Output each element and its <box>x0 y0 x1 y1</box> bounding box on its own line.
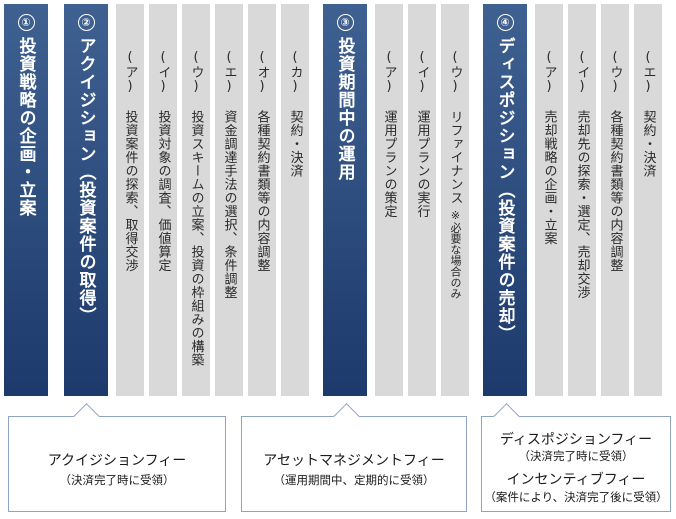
callout-pointer <box>333 403 360 430</box>
phase-4-number: ④ <box>496 14 514 31</box>
phase-1-column: ① 投資戦略の企画・立案 <box>4 4 48 396</box>
incentive-fee-note: （案件により、決済完了後に受領） <box>484 490 668 504</box>
disposition-item-a: (ア) 売却戦略の企画・立案 <box>535 4 563 396</box>
disposition-item-label: (ア) 売却戦略の企画・立案 <box>541 50 557 245</box>
acquisition-fee-name: アクイジションフィー <box>47 453 187 469</box>
acquisition-fee-callout: アクイジションフィー （決済完了時に受領） <box>8 403 226 512</box>
operation-item-label: (ア) 運用プランの策定 <box>381 50 397 218</box>
disposition-item-b: (イ) 売却先の探索・選定、売却交渉 <box>568 4 596 396</box>
operation-item-label: (イ) 運用プランの実行 <box>414 50 430 218</box>
phase-3-number: ③ <box>336 14 354 31</box>
operation-note: ※必要な場合のみ <box>449 209 462 299</box>
callout-pointer <box>493 403 520 430</box>
acquisition-fee-note: （決済完了時に受領） <box>59 473 175 487</box>
disposition-fee-callout: ディスポジションフィー （決済完了時に受領） インセンティブフィー （案件により… <box>481 403 671 512</box>
disposition-item-label: (イ) 売却先の探索・選定、売却交渉 <box>574 50 590 299</box>
acquisition-item-label: (カ) 契約・決済 <box>287 50 303 178</box>
disposition-item-label: (ウ) 各種契約書類等の内容調整 <box>607 50 623 272</box>
phase-2-title: アクイジション（投資案件の取得） <box>75 37 96 325</box>
phase-1-title: 投資戦略の企画・立案 <box>15 37 36 217</box>
acquisition-item-a: (ア) 投資案件の探索、取得交渉 <box>116 4 144 396</box>
phase-4-column: ④ ディスポジション（投資案件の売却） <box>483 4 527 396</box>
operation-item-label: (ウ) リファイナンス <box>447 50 463 205</box>
acquisition-item-label: (オ) 各種契約書類等の内容調整 <box>254 50 270 272</box>
asset-management-fee-name: アセットマネジメントフィー <box>263 453 445 469</box>
acquisition-item-c: (ウ) 投資スキームの立案、投資の枠組みの構築 <box>182 4 210 396</box>
acquisition-item-label: (イ) 投資対象の調査、価値算定 <box>155 50 171 272</box>
phase-1-number: ① <box>17 14 35 31</box>
callout-pointer <box>73 403 100 430</box>
asset-management-fee-callout: アセットマネジメントフィー （運用期間中、定期的に受領） <box>241 403 467 512</box>
phase-3-title: 投資期間中の運用 <box>334 37 355 181</box>
acquisition-item-e: (オ) 各種契約書類等の内容調整 <box>248 4 276 396</box>
asset-management-fee-note: （運用期間中、定期的に受領） <box>273 473 435 487</box>
incentive-fee-name: インセンティブフィー <box>506 472 646 488</box>
acquisition-item-label: (ウ) 投資スキームの立案、投資の枠組みの構築 <box>188 50 204 367</box>
acquisition-item-label: (エ) 資金調達手法の選択、条件調整 <box>221 50 237 299</box>
acquisition-item-label: (ア) 投資案件の探索、取得交渉 <box>122 50 138 272</box>
disposition-item-d: (エ) 契約・決済 <box>634 4 662 396</box>
phase-2-column: ② アクイジション（投資案件の取得） <box>64 4 108 396</box>
phase-2-number: ② <box>77 14 95 31</box>
disposition-item-c: (ウ) 各種契約書類等の内容調整 <box>601 4 629 396</box>
disposition-item-label: (エ) 契約・決済 <box>640 50 656 178</box>
disposition-fee-note: （決済完了時に受領） <box>518 449 634 463</box>
operation-item-b: (イ) 運用プランの実行 <box>408 4 436 396</box>
operation-item-a: (ア) 運用プランの策定 <box>375 4 403 396</box>
disposition-fee-name: ディスポジションフィー <box>499 432 653 448</box>
phase-3-column: ③ 投資期間中の運用 <box>323 4 367 396</box>
phase-4-title: ディスポジション（投資案件の売却） <box>494 37 515 343</box>
acquisition-item-b: (イ) 投資対象の調査、価値算定 <box>149 4 177 396</box>
acquisition-item-f: (カ) 契約・決済 <box>281 4 309 396</box>
acquisition-item-d: (エ) 資金調達手法の選択、条件調整 <box>215 4 243 396</box>
operation-item-c: (ウ) リファイナンス ※必要な場合のみ <box>441 4 469 396</box>
